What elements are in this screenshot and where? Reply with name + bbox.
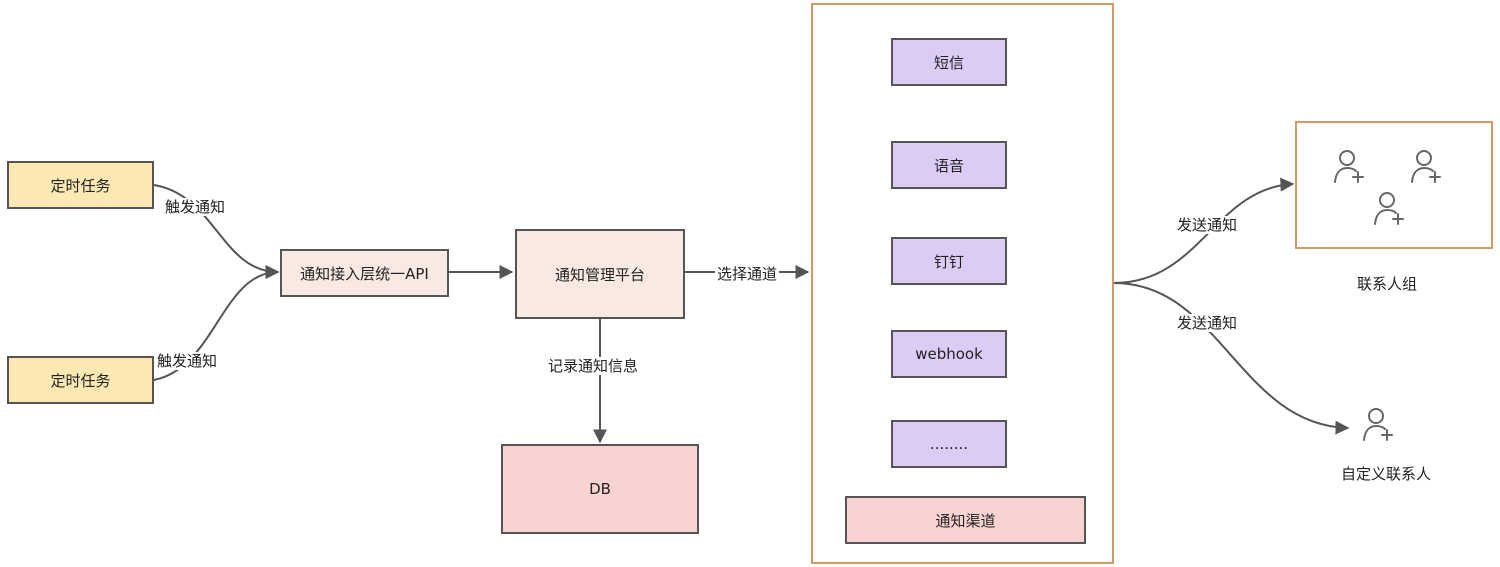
custom-contact-label: 自定义联系人 — [1341, 465, 1432, 483]
contact-group-label: 联系人组 — [1357, 275, 1418, 293]
channel-sms: 短信 — [891, 38, 1007, 86]
edge-label-send-bottom: 发送通知 — [1175, 314, 1240, 332]
edge-label-trigger-top: 触发通知 — [163, 198, 228, 216]
notification-api-node: 通知接入层统一API — [280, 249, 449, 297]
edge-channels-to-contact-group — [1113, 177, 1295, 284]
edge-label-select-channel: 选择通道 — [715, 265, 780, 283]
channel-voice: 语音 — [891, 141, 1007, 189]
edge-label-trigger-bottom: 触发通知 — [155, 352, 220, 370]
edge-channels-to-custom-contact — [1113, 282, 1350, 435]
database-node: DB — [501, 444, 699, 534]
channel-group-frame — [811, 3, 1114, 564]
edge-task-top-to-api — [153, 184, 280, 279]
channel-dingtalk: 钉钉 — [891, 237, 1007, 285]
edge-task-bottom-to-api — [153, 265, 280, 381]
contact-group-frame — [1295, 121, 1493, 249]
edge-label-send-top: 发送通知 — [1175, 216, 1240, 234]
edge-label-record: 记录通知信息 — [546, 357, 641, 375]
add-user-icon — [1334, 150, 1364, 183]
channel-more: ........ — [891, 420, 1007, 468]
notification-platform-node: 通知管理平台 — [515, 229, 685, 319]
add-user-icon — [1374, 192, 1404, 225]
add-user-icon — [1411, 150, 1441, 183]
scheduled-task-bottom: 定时任务 — [7, 356, 154, 404]
add-user-icon — [1363, 408, 1393, 441]
channel-webhook: webhook — [891, 330, 1007, 378]
channel-group-label: 通知渠道 — [845, 496, 1086, 544]
scheduled-task-top: 定时任务 — [7, 161, 154, 209]
